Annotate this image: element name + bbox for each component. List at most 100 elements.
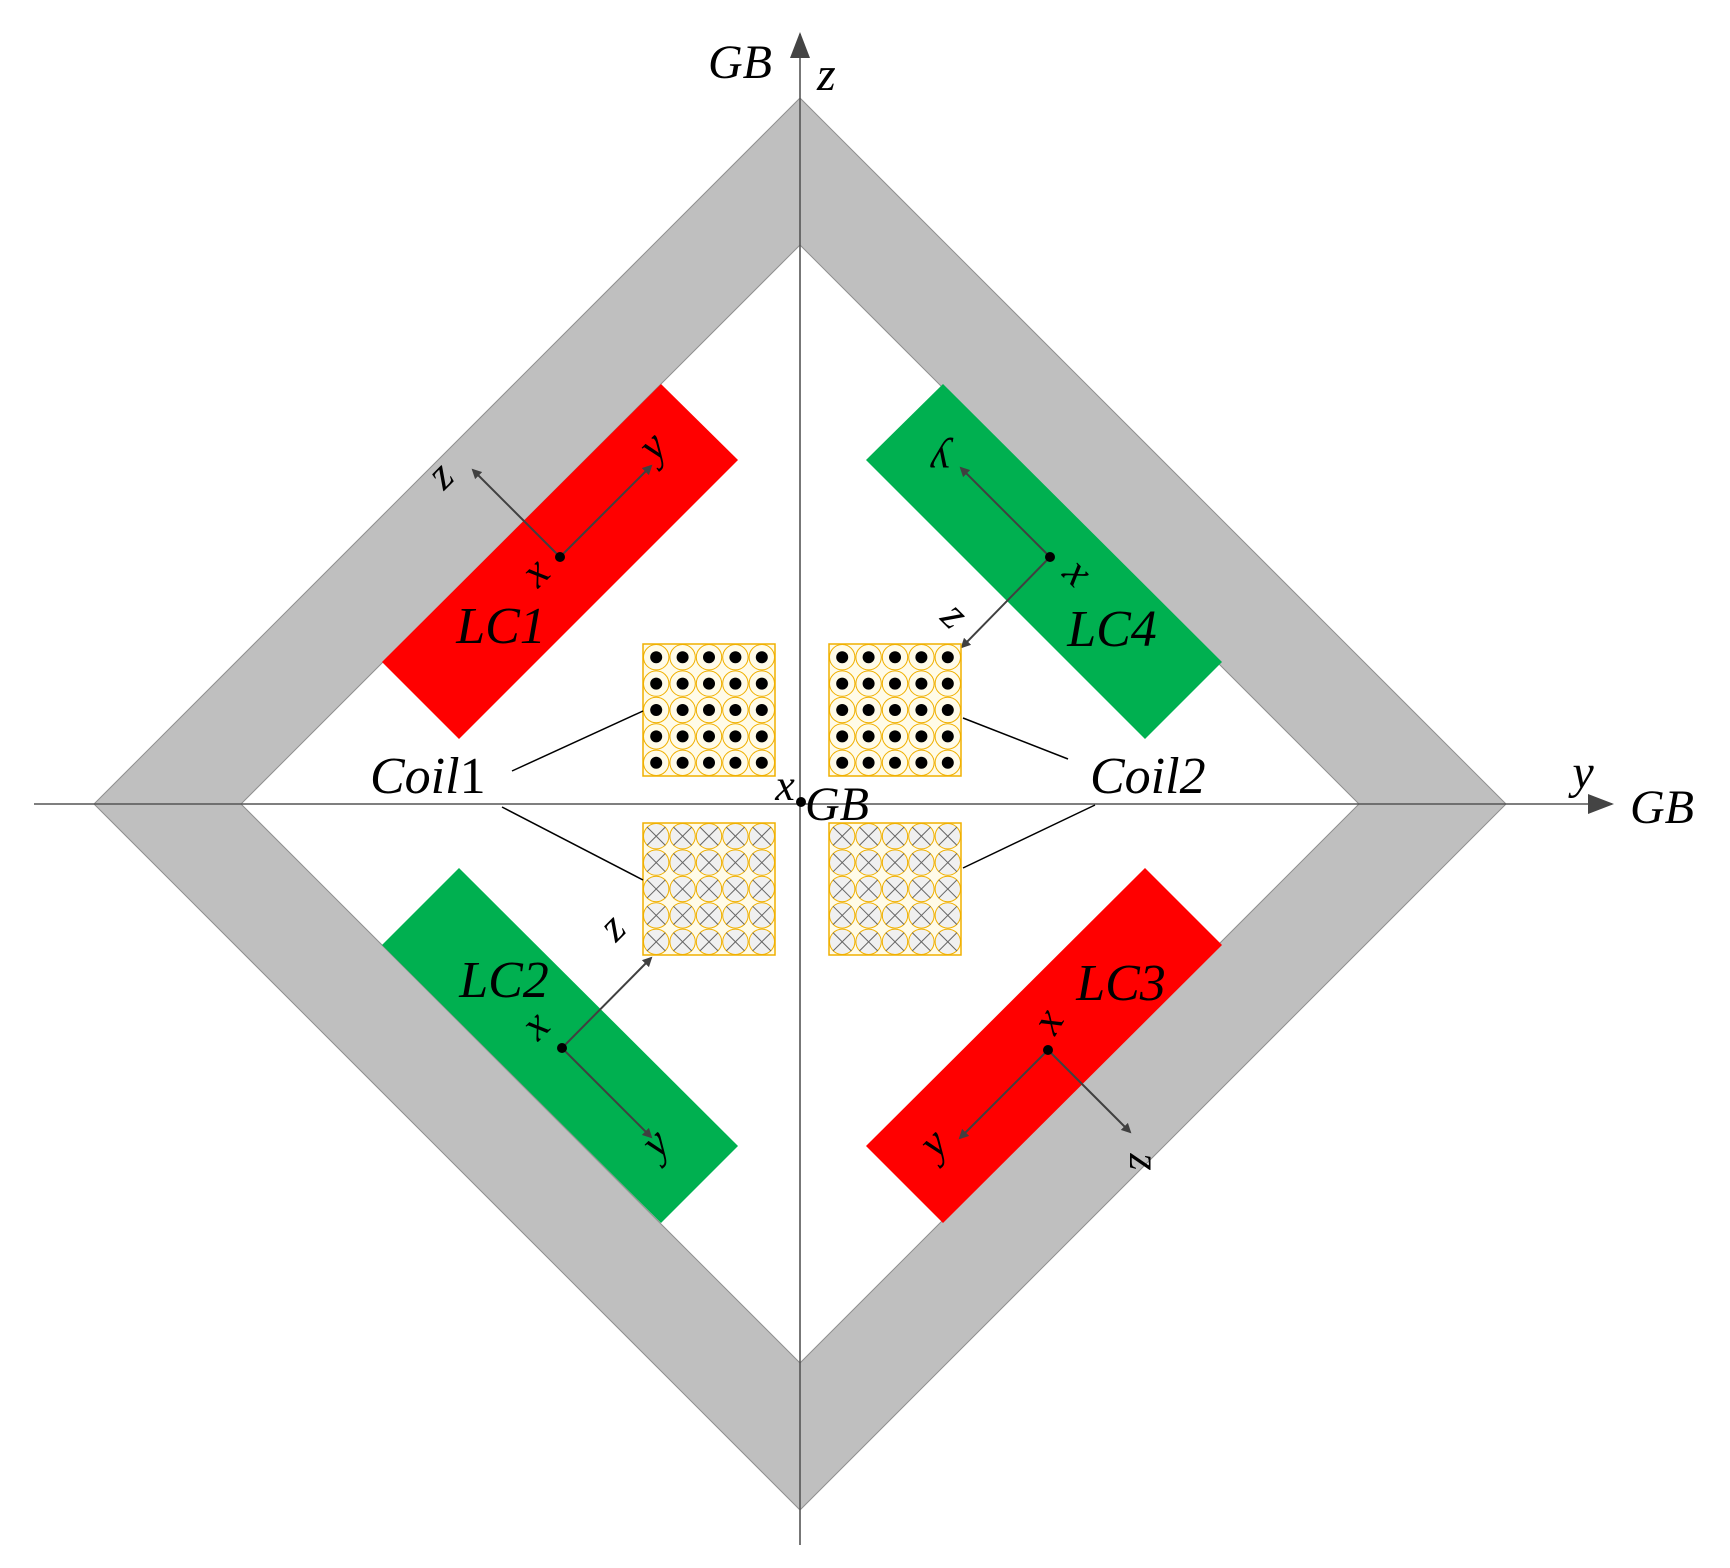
conductor-outline xyxy=(722,749,749,776)
conductor-outline xyxy=(722,696,749,724)
current-out-dot xyxy=(650,704,663,716)
conductor-outline xyxy=(934,749,961,776)
conductor-outline xyxy=(695,696,723,724)
conductor-outline xyxy=(855,723,882,750)
current-in-cross xyxy=(725,905,745,925)
magnet-lc2-label: LC2 xyxy=(458,952,549,1009)
current-out-dot xyxy=(729,677,742,690)
current-in-cross xyxy=(885,879,905,899)
current-in-cross xyxy=(938,905,958,925)
coil1-label-suffix: 1 xyxy=(460,748,486,805)
current-in-cross xyxy=(752,853,772,873)
current-out-dot xyxy=(915,756,928,769)
current-in-cross xyxy=(699,932,719,952)
coil2-label: Coil2 xyxy=(1090,748,1206,805)
conductor-outline xyxy=(829,696,856,724)
current-out-dot xyxy=(941,677,954,690)
current-out-dot xyxy=(729,756,742,769)
current-out-dot xyxy=(729,730,742,743)
coil2-leader-bottom xyxy=(962,804,1096,869)
current-out-dot xyxy=(941,704,954,716)
current-in-cross xyxy=(646,853,666,873)
current-out-dot xyxy=(650,756,663,769)
current-out-dot xyxy=(676,677,689,690)
magnet-lc3-body xyxy=(866,868,1222,1223)
conductor-outline xyxy=(829,670,856,697)
conductor-outline xyxy=(695,644,723,671)
lc2-origin-dot xyxy=(557,1043,567,1053)
current-in-cross xyxy=(832,932,852,952)
current-in-cross xyxy=(938,826,958,846)
conductor-outline xyxy=(669,749,696,776)
conductor-outline xyxy=(695,749,723,776)
current-in-cross xyxy=(646,826,666,846)
conductor-outline xyxy=(748,670,775,697)
lc3-z-axis-arrow xyxy=(1047,1049,1132,1134)
coil1-leader-top xyxy=(511,710,644,772)
current-out-dot xyxy=(915,730,928,743)
current-in-cross xyxy=(725,826,745,846)
conductor-outline xyxy=(695,723,723,750)
global-x-axis-label: x xyxy=(774,761,795,810)
current-in-cross xyxy=(832,879,852,899)
coil2-bottom-block xyxy=(828,822,962,956)
current-in-cross xyxy=(646,879,666,899)
current-in-cross xyxy=(885,905,905,925)
conductor-outline xyxy=(881,670,909,697)
conductor-outline xyxy=(748,696,775,724)
current-out-dot xyxy=(676,730,689,743)
current-in-cross xyxy=(699,826,719,846)
current-in-cross xyxy=(859,879,879,899)
lc2-axis-z-label: z xyxy=(588,903,635,950)
conductor-outline xyxy=(748,723,775,750)
conductor-outline xyxy=(722,723,749,750)
conductor-outline xyxy=(829,749,856,776)
current-out-dot xyxy=(676,704,689,716)
current-out-dot xyxy=(703,704,715,716)
coil2-leader-top xyxy=(962,717,1069,760)
global-z-axis-name: GB xyxy=(708,36,772,89)
current-in-cross xyxy=(646,932,666,952)
conductor-outline xyxy=(643,644,670,671)
lc2-z-axis-arrow xyxy=(561,956,653,1049)
lc3-axis-z-label: z xyxy=(1120,1152,1169,1170)
current-in-cross xyxy=(938,879,958,899)
current-in-cross xyxy=(752,826,772,846)
current-in-cross xyxy=(832,853,852,873)
current-in-cross xyxy=(673,826,693,846)
global-z-axis-label: z xyxy=(816,48,836,101)
lc3-origin-dot xyxy=(1043,1045,1053,1055)
current-out-dot xyxy=(755,677,768,690)
coil1-bottom-block xyxy=(642,822,776,956)
current-out-dot xyxy=(915,677,928,690)
coil1-label: Coil1 xyxy=(370,748,486,805)
conductor-outline xyxy=(934,644,961,671)
current-out-dot xyxy=(862,704,875,716)
current-in-cross xyxy=(911,853,931,873)
lc1-y-axis-arrow xyxy=(559,464,653,558)
current-in-cross xyxy=(911,826,931,846)
magnet-lc1-label: LC1 xyxy=(455,598,546,655)
lc4-axis-z-label: z xyxy=(931,591,978,638)
lc4-z-axis-arrow xyxy=(960,556,1051,649)
current-in-cross xyxy=(911,879,931,899)
current-in-cross xyxy=(673,905,693,925)
coil2-top-block xyxy=(828,643,962,777)
current-in-cross xyxy=(885,826,905,846)
conductor-outline xyxy=(908,749,935,776)
current-out-dot xyxy=(676,756,689,769)
current-in-cross xyxy=(752,905,772,925)
conductor-outline xyxy=(881,749,909,776)
current-out-dot xyxy=(703,651,715,664)
lc2-y-axis-arrow xyxy=(561,1047,653,1139)
conductor-outline xyxy=(855,670,882,697)
current-out-dot xyxy=(650,677,663,690)
magnet-lc4-body xyxy=(866,384,1222,739)
current-out-dot xyxy=(755,730,768,743)
current-in-cross xyxy=(725,932,745,952)
global-origin-name: GB xyxy=(805,778,869,831)
current-out-dot xyxy=(729,704,742,716)
current-in-cross xyxy=(646,905,666,925)
current-out-dot xyxy=(862,651,875,664)
